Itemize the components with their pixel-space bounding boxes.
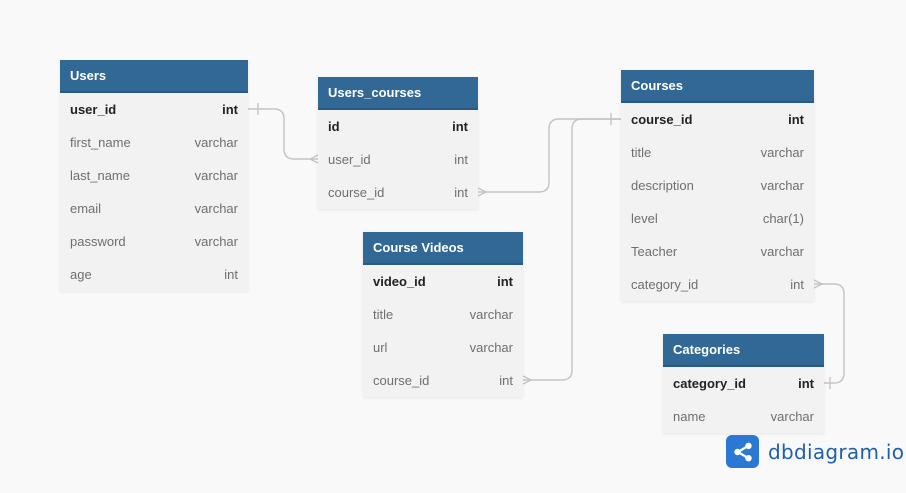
field-type: int xyxy=(790,277,804,292)
field-row[interactable]: course_id int xyxy=(621,103,814,136)
relation-users-userscourses xyxy=(248,108,318,160)
field-type: varchar xyxy=(760,244,804,259)
field-row[interactable]: last_name varchar xyxy=(60,159,248,192)
field-type: varchar xyxy=(770,409,814,424)
table-categories[interactable]: Categories category_id int name varchar xyxy=(663,334,824,433)
field-name: first_name xyxy=(70,135,131,150)
field-row[interactable]: video_id int xyxy=(363,265,523,298)
field-type: varchar xyxy=(469,307,513,322)
field-row[interactable]: age int xyxy=(60,258,248,291)
many-marker xyxy=(813,279,823,289)
field-type: int xyxy=(452,119,468,134)
field-name: id xyxy=(328,119,340,134)
field-name: password xyxy=(70,234,126,249)
field-row[interactable]: title varchar xyxy=(363,298,523,331)
field-name: age xyxy=(70,267,92,282)
field-name: description xyxy=(631,178,694,193)
field-type: varchar xyxy=(194,168,238,183)
field-row[interactable]: url varchar xyxy=(363,331,523,364)
table-header[interactable]: Users_courses xyxy=(318,77,478,110)
field-name: course_id xyxy=(328,185,385,200)
field-row[interactable]: email varchar xyxy=(60,192,248,225)
table-header[interactable]: Categories xyxy=(663,334,824,367)
field-name: category_id xyxy=(673,376,746,391)
field-type: int xyxy=(454,185,468,200)
field-name: title xyxy=(631,145,652,160)
relation-categories-courses xyxy=(814,283,845,384)
field-type: varchar xyxy=(194,234,238,249)
field-type: varchar xyxy=(469,340,513,355)
field-name: last_name xyxy=(70,168,130,183)
field-row[interactable]: description varchar xyxy=(621,169,814,202)
field-type: int xyxy=(224,267,238,282)
field-row[interactable]: level char(1) xyxy=(621,202,814,235)
field-name: user_id xyxy=(328,152,371,167)
field-row[interactable]: Teacher varchar xyxy=(621,235,814,268)
field-row[interactable]: name varchar xyxy=(663,400,824,433)
many-marker xyxy=(522,375,532,385)
field-row[interactable]: title varchar xyxy=(621,136,814,169)
table-rows: category_id int name varchar xyxy=(663,367,824,433)
field-name: title xyxy=(373,307,394,322)
field-type: int xyxy=(499,373,513,388)
relation-courses-coursevideos xyxy=(523,118,621,381)
field-type: varchar xyxy=(760,178,804,193)
field-row[interactable]: category_id int xyxy=(621,268,814,301)
table-header[interactable]: Courses xyxy=(621,70,814,103)
field-type: int xyxy=(497,274,513,289)
field-name: user_id xyxy=(70,102,117,117)
field-row[interactable]: id int xyxy=(318,110,478,143)
brand-name: dbdiagram.io xyxy=(768,439,905,464)
table-header[interactable]: Course Videos xyxy=(363,232,523,265)
field-name: video_id xyxy=(373,274,426,289)
field-row[interactable]: first_name varchar xyxy=(60,126,248,159)
field-row[interactable]: user_id int xyxy=(318,143,478,176)
share-nodes-icon xyxy=(726,435,759,468)
relation-courses-userscourses xyxy=(478,118,621,193)
field-row[interactable]: course_id int xyxy=(318,176,478,209)
many-marker xyxy=(309,154,319,164)
field-type: int xyxy=(788,112,804,127)
field-name: url xyxy=(373,340,388,355)
field-type: int xyxy=(454,152,468,167)
field-name: email xyxy=(70,201,102,216)
field-name: level xyxy=(631,211,658,226)
field-name: category_id xyxy=(631,277,699,292)
field-name: name xyxy=(673,409,706,424)
field-row[interactable]: password varchar xyxy=(60,225,248,258)
field-type: varchar xyxy=(194,135,238,150)
field-type: varchar xyxy=(760,145,804,160)
field-type: varchar xyxy=(194,201,238,216)
field-name: course_id xyxy=(631,112,693,127)
field-name: course_id xyxy=(373,373,430,388)
field-type: int xyxy=(798,376,814,391)
many-marker xyxy=(477,187,487,197)
field-name: Teacher xyxy=(631,244,678,259)
table-header[interactable]: Users xyxy=(60,60,248,93)
dbdiagram-brand[interactable]: dbdiagram.io xyxy=(726,435,904,468)
field-row[interactable]: course_id int xyxy=(363,364,523,397)
field-row[interactable]: user_id int xyxy=(60,93,248,126)
field-row[interactable]: category_id int xyxy=(663,367,824,400)
field-type: char(1) xyxy=(762,211,804,226)
field-type: int xyxy=(222,102,238,117)
